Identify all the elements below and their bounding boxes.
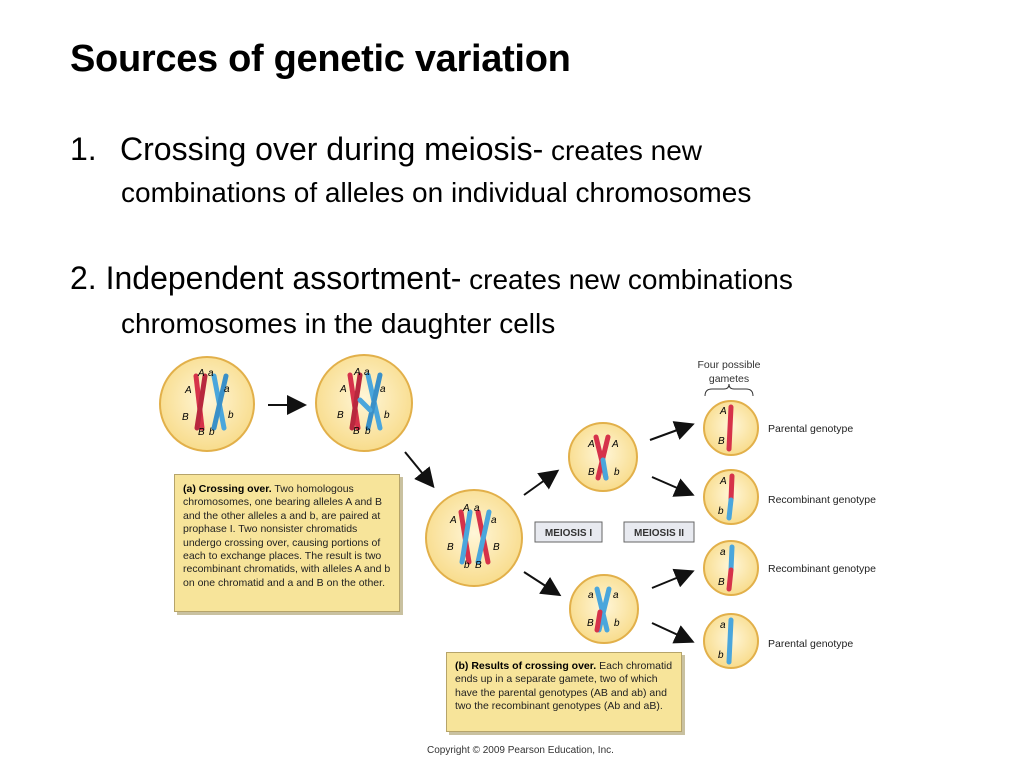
- arrow-to-gamete-4: [651, 622, 695, 644]
- item-2-lead: 2. Independent assortment-: [70, 260, 462, 296]
- bullet-item-1: 1. Crossing over during meiosis- creates …: [70, 128, 970, 214]
- svg-text:B: B: [353, 426, 360, 437]
- svg-text:b: b: [718, 650, 724, 661]
- gamete-1-label: Parental genotype: [768, 423, 853, 435]
- caption-a-text: Two homologous chromosomes, one bearing …: [183, 483, 391, 589]
- caption-b-text: Each chromatid ends up in a separate gam…: [455, 660, 673, 713]
- svg-text:b: b: [365, 426, 371, 437]
- svg-text:a: a: [720, 620, 726, 631]
- svg-text:B: B: [337, 410, 344, 421]
- meiosis-1-label: MEIOSIS I: [545, 528, 592, 539]
- gametes-header-line2: gametes: [709, 373, 749, 385]
- svg-text:a: a: [588, 590, 594, 601]
- arrow-to-gamete-3: [651, 568, 695, 589]
- item-2-continuation: chromosomes in the daughter cells: [121, 308, 556, 339]
- gamete-1: A B Parental genotype: [703, 400, 853, 456]
- svg-text:B: B: [718, 436, 725, 447]
- arrow-to-gamete-2: [651, 476, 695, 497]
- svg-text:b: b: [614, 467, 620, 478]
- gamete-3-label: Recombinant genotype: [768, 563, 876, 575]
- item-1-rest: creates new: [543, 135, 703, 166]
- cell-homologs-paired: A A a a B b B b: [159, 356, 255, 452]
- svg-text:a: a: [364, 367, 370, 378]
- svg-text:a: a: [720, 547, 726, 558]
- cell-meiosis1-bottom: a a B b: [569, 574, 639, 644]
- svg-text:B: B: [718, 577, 725, 588]
- svg-text:B: B: [588, 467, 595, 478]
- svg-text:B: B: [447, 542, 454, 553]
- caption-a-lead: (a) Crossing over.: [183, 483, 272, 495]
- cell-crossing-over: A A a a B b B b: [315, 354, 413, 452]
- svg-text:a: a: [380, 384, 386, 395]
- svg-text:a: a: [224, 384, 230, 395]
- gamete-2: A b Recombinant genotype: [703, 469, 876, 525]
- arrow-to-recombinant-cell: [404, 451, 435, 489]
- svg-text:b: b: [614, 618, 620, 629]
- svg-text:a: a: [613, 590, 619, 601]
- svg-text:a: a: [491, 515, 497, 526]
- gamete-4: a b Parental genotype: [703, 613, 853, 669]
- svg-text:A: A: [462, 503, 470, 514]
- item-1-number: 1.: [70, 131, 97, 167]
- gamete-4-label: Parental genotype: [768, 638, 853, 650]
- svg-text:B: B: [475, 560, 482, 571]
- cell-meiosis1-top: A A B b: [568, 422, 638, 492]
- svg-text:A: A: [611, 439, 619, 450]
- svg-text:B: B: [587, 618, 594, 629]
- meiosis-2-box: MEIOSIS II: [623, 521, 695, 543]
- item-1-lead: Crossing over during meiosis-: [120, 131, 544, 167]
- svg-text:A: A: [719, 476, 727, 487]
- gamete-3: a B Recombinant genotype: [703, 540, 876, 596]
- bullet-item-2: 2. Independent assortment- creates new c…: [70, 256, 1010, 346]
- gametes-brace: [704, 383, 754, 397]
- arrow-meiosis1-bottom: [523, 571, 562, 597]
- cell-recombinant-chromatids: A A a a B B b B: [425, 489, 523, 587]
- arrow-to-gamete-1: [649, 421, 695, 441]
- svg-text:A: A: [719, 406, 727, 417]
- caption-b: (b) Results of crossing over. Each chrom…: [446, 652, 682, 732]
- copyright-notice: Copyright © 2009 Pearson Education, Inc.: [427, 745, 614, 756]
- svg-text:a: a: [208, 368, 214, 379]
- svg-text:B: B: [493, 542, 500, 553]
- gamete-2-label: Recombinant genotype: [768, 494, 876, 506]
- svg-text:b: b: [384, 410, 390, 421]
- svg-text:A: A: [339, 384, 347, 395]
- item-1-continuation: combinations of alleles on individual ch…: [121, 177, 752, 208]
- arrow-meiosis1-top: [523, 469, 560, 496]
- meiosis-2-label: MEIOSIS II: [634, 528, 684, 539]
- svg-text:b: b: [209, 427, 215, 438]
- item-2-rest: creates new combinations: [461, 264, 793, 295]
- svg-text:A: A: [184, 385, 192, 396]
- meiosis-1-box: MEIOSIS I: [534, 521, 603, 543]
- svg-text:a: a: [474, 503, 480, 514]
- gametes-header-line1: Four possible: [697, 359, 760, 371]
- svg-text:A: A: [449, 515, 457, 526]
- svg-text:A: A: [197, 368, 205, 379]
- slide-title: Sources of genetic variation: [70, 38, 571, 80]
- svg-text:B: B: [198, 427, 205, 438]
- svg-text:b: b: [228, 410, 234, 421]
- svg-text:B: B: [182, 412, 189, 423]
- svg-text:b: b: [718, 506, 724, 517]
- caption-b-lead: (b) Results of crossing over.: [455, 660, 597, 672]
- svg-text:b: b: [464, 560, 470, 571]
- caption-a: (a) Crossing over. Two homologous chromo…: [174, 474, 400, 612]
- svg-text:A: A: [587, 439, 595, 450]
- svg-text:A: A: [353, 367, 361, 378]
